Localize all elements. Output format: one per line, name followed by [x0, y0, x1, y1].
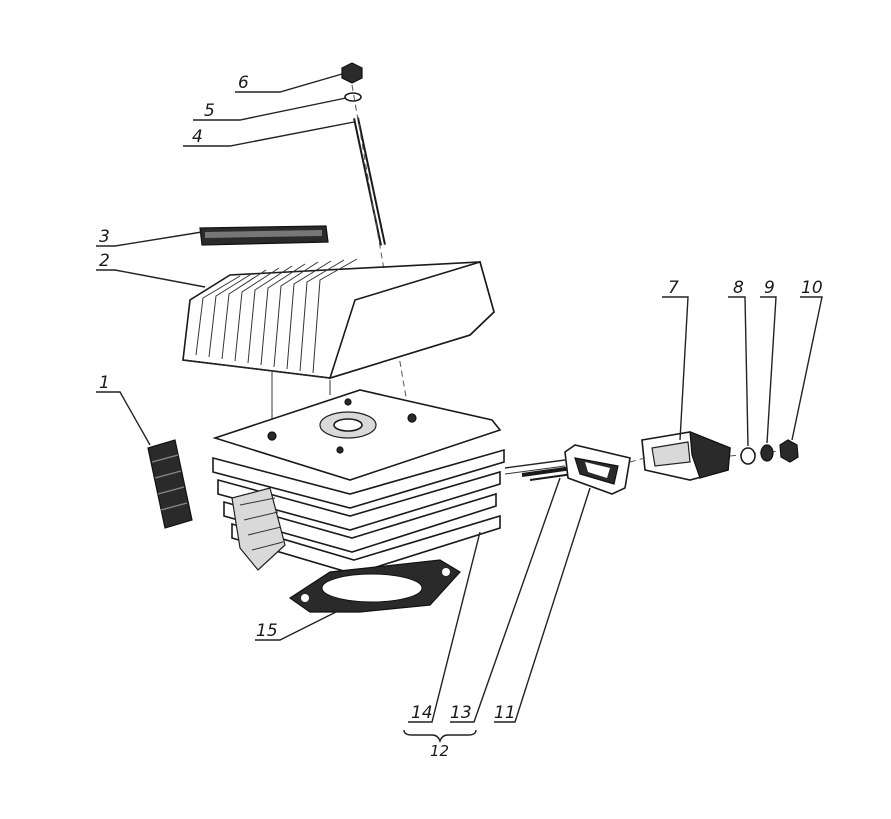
callout-5: 5	[204, 101, 215, 121]
callout-13: 13	[450, 703, 472, 723]
washer-8-part	[740, 447, 756, 465]
callout-11: 11	[494, 703, 516, 723]
callout-15: 15	[256, 621, 278, 641]
washer-9-part	[760, 444, 774, 462]
callout-8: 8	[733, 278, 744, 298]
intake-manifold-part	[629, 431, 731, 481]
stud-part	[353, 117, 386, 246]
cylinder-block-part	[212, 372, 505, 575]
callout-10: 10	[801, 278, 823, 298]
callout-9: 9	[764, 278, 775, 298]
callout-14: 14	[411, 703, 433, 723]
intake-gasket-part	[564, 444, 631, 495]
callout-6: 6	[238, 73, 249, 93]
cylinder-head-part	[182, 258, 495, 380]
nut-part	[341, 62, 363, 84]
callout-3: 3	[99, 227, 110, 247]
washer-part	[344, 92, 362, 102]
callout-7: 7	[668, 278, 679, 298]
base-gasket-part	[288, 559, 461, 613]
callout-1: 1	[99, 373, 110, 393]
leader-lines	[96, 73, 823, 744]
callout-4: 4	[192, 127, 203, 147]
rubber-block-part	[147, 439, 193, 529]
rubber-strip-part	[199, 225, 329, 246]
callout-2: 2	[99, 251, 110, 271]
callout-labels: 1 2 3 4 5 6 7 8 9 10 11 13 14 15 12	[99, 73, 823, 760]
nut-10-part	[779, 439, 799, 463]
callout-12: 12	[430, 742, 449, 760]
